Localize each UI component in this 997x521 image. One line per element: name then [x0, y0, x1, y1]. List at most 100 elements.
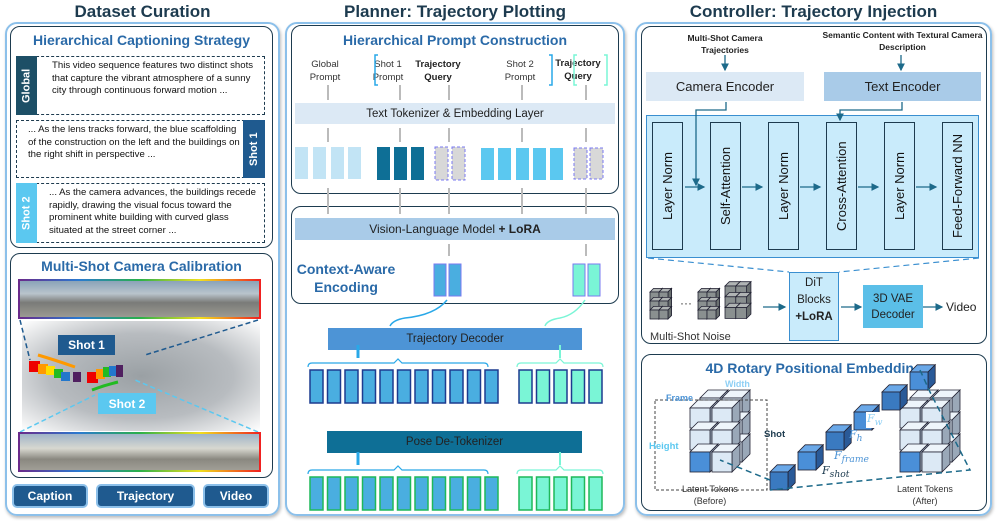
trajectory-token — [570, 369, 586, 404]
vlm-lora-label: + LoRA — [498, 222, 541, 236]
dataset-curation-title: Dataset Curation — [74, 2, 211, 21]
fframe-label: Fframe — [834, 449, 869, 465]
fh-label: Fh — [849, 428, 863, 444]
global-caption-text: This video sequence features two distinc… — [52, 60, 254, 97]
shot1-caption-text: ... As the lens tracks forward, the blue… — [28, 124, 240, 161]
latent-before-label: Latent Tokens (Before) — [682, 484, 738, 506]
trajectory-token — [553, 369, 568, 404]
controller-graphic: ··· — [647, 55, 980, 491]
calibration-title: Multi-Shot Camera Calibration — [41, 258, 242, 274]
controller-panel — [635, 22, 992, 516]
trajectory-token — [588, 476, 603, 511]
trajectory-token — [344, 369, 359, 404]
frame-label: Frame — [666, 393, 694, 403]
trajectory-token — [570, 476, 586, 511]
global-prompt-label: Global Prompt — [309, 59, 341, 83]
captioning-box — [10, 26, 273, 248]
trajectory-token — [309, 476, 324, 511]
rope-title: 4D Rotary Positional Embedding — [705, 360, 923, 376]
multi-shot-noise-label: Multi-Shot Noise — [650, 331, 731, 343]
shot2-prompt-label: Shot 2 Prompt — [504, 59, 536, 83]
rope-frequency-block — [881, 383, 909, 411]
noise-cube — [706, 305, 721, 320]
shot2-frames — [18, 432, 261, 472]
trajectory-token — [535, 369, 551, 404]
shot1-tag: Shot 1 — [58, 335, 115, 355]
latent-token-cube-before — [711, 443, 741, 473]
text-tokenizer-layer: Text Tokenizer & Embedding Layer — [295, 103, 615, 124]
noise-cube — [734, 280, 752, 298]
fshot-label: Fshot — [822, 464, 849, 480]
fw-sub: w — [874, 417, 883, 429]
trajectory-token — [518, 476, 533, 511]
rope-frequency-block — [769, 463, 797, 491]
trajectory-token — [449, 369, 464, 404]
trajectory-token — [414, 476, 429, 511]
controller-title: Controller: Trajectory Injection — [689, 2, 938, 21]
trajectory-token — [414, 369, 429, 404]
vae-decoder: 3D VAE Decoder — [863, 285, 923, 328]
shot-label: Shot — [764, 429, 786, 440]
dataset-curation-panel — [5, 22, 280, 516]
fh-sub: h — [856, 433, 863, 445]
camera-trajectories-input: Multi-Shot Camera Trajectories — [687, 33, 763, 55]
dit-lora-label: +LoRA — [795, 311, 833, 323]
prompt-title: Hierarchical Prompt Construction — [342, 32, 568, 48]
shot2-tag: Shot 2 — [98, 393, 156, 414]
fshot-sub: shot — [829, 469, 850, 481]
trajectory-button[interactable]: Trajectory — [96, 484, 195, 508]
trajectory-decoder: Trajectory Decoder — [328, 328, 582, 350]
trajectory-token — [484, 369, 499, 404]
rope-frequency-block — [797, 443, 825, 471]
dit-label: DiT Blocks — [797, 277, 831, 306]
trajectory-token — [466, 476, 482, 511]
fw-symbol: F — [867, 412, 875, 425]
text-encoder: Text Encoder — [824, 72, 981, 101]
trajectory-token — [361, 476, 377, 511]
planner-panel — [285, 22, 625, 516]
trajectory-token — [553, 476, 568, 511]
latent-token-cube-after — [921, 443, 951, 473]
trajectory-token — [326, 476, 342, 511]
video-output: Video — [946, 300, 977, 314]
trajectory-token — [396, 369, 412, 404]
trajectory-token — [484, 476, 499, 511]
semantic-content-input: Semantic Content with Textural Camera De… — [822, 30, 983, 52]
video-button[interactable]: Video — [203, 484, 269, 508]
planner-title: Planner: Trajectory Plotting — [344, 2, 566, 21]
trajectory-token — [431, 476, 447, 511]
trajectory-token — [344, 476, 359, 511]
shot1-frames — [18, 279, 261, 319]
rope-frequency-block — [909, 363, 937, 391]
trajectory-token — [535, 476, 551, 511]
rope-frequency-block — [825, 423, 853, 451]
caption-button[interactable]: Caption — [12, 484, 88, 508]
trajectory-token — [588, 369, 603, 404]
shot1-prompt-label: Shot 1 Prompt — [372, 59, 404, 83]
fw-label: Fw — [866, 412, 884, 429]
trajectory-query-1-label: Trajectory Query — [415, 59, 461, 83]
trajectory-token — [361, 369, 377, 404]
trajectory-token — [466, 369, 482, 404]
trajectory-token — [396, 476, 412, 511]
context-aware-encoding-label: Context-Aware Encoding — [296, 261, 396, 295]
vlm-layer: Vision-Language Model + LoRA — [295, 218, 615, 240]
fframe-symbol: F — [834, 449, 842, 462]
svg-text:···: ··· — [680, 296, 692, 310]
trajectory-token — [379, 476, 394, 511]
camera-encoder: Camera Encoder — [646, 72, 804, 101]
camera-trajectory-graphic — [19, 319, 259, 433]
fh-symbol: F — [849, 428, 857, 441]
pose-detokenizer: Pose De-Tokenizer — [327, 431, 582, 453]
vlm-box — [291, 206, 619, 304]
trajectory-token — [449, 476, 464, 511]
trajectory-token — [518, 369, 533, 404]
noise-cube — [734, 302, 752, 320]
planner-tokens-graphic — [295, 54, 608, 511]
fframe-sub: frame — [841, 454, 869, 466]
fshot-symbol: F — [822, 464, 830, 477]
height-label: Height — [649, 441, 679, 452]
trajectory-token — [309, 369, 324, 404]
trajectory-token — [326, 369, 342, 404]
noise-cube — [658, 305, 673, 320]
